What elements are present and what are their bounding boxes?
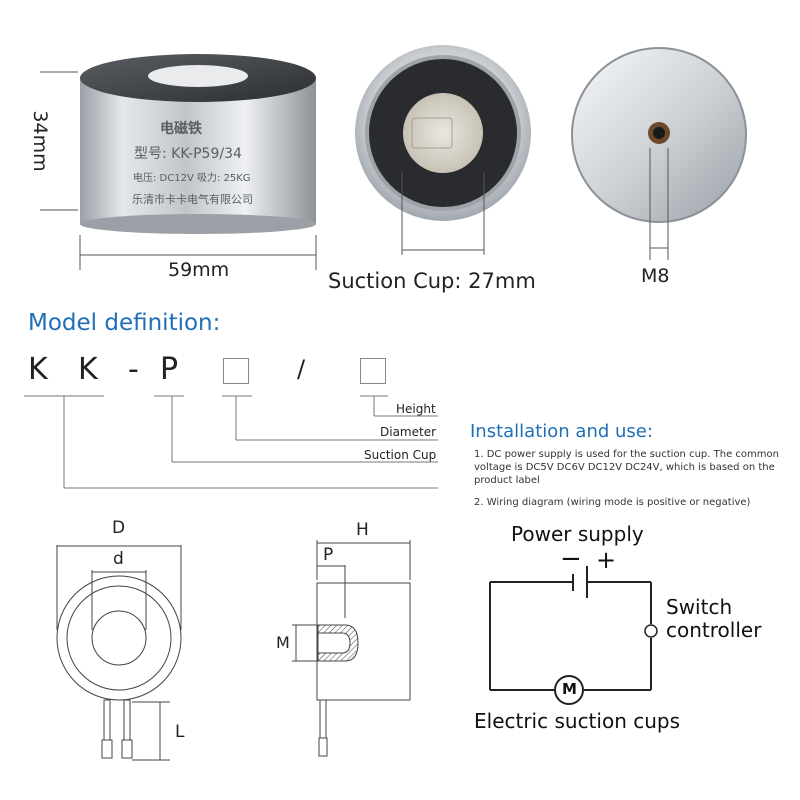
side-height-label: H [356,520,369,540]
thread-depth-label: P [323,545,334,565]
body-print-1: 电磁铁 [160,121,202,137]
power-supply-label: Power supply [511,522,644,546]
model-code-slash: / [297,355,307,383]
motor-symbol: M [562,680,577,698]
width-dimension-lines [79,235,317,270]
body-print-3: 电压: DC12V 吸力: 25KG [133,173,251,184]
thread-dimension-lines [649,148,669,260]
negative-terminal-label: − [560,544,582,574]
model-code-k2: K [78,352,99,387]
side-view-drawing [292,540,411,757]
electromagnet-photo [80,54,316,234]
load-label: Electric suction cups [474,709,681,733]
model-code-k1: K [28,352,49,387]
height-field-label: Height [396,402,436,416]
model-leader-lines [24,395,438,489]
height-label: 34mm [29,110,51,172]
thread-size-label: M [276,633,290,652]
installation-title: Installation and use: [470,421,653,442]
positive-terminal-label: + [596,546,617,574]
model-code-p: P [160,352,180,387]
suction-dimension-lines [401,172,485,255]
model-definition-title: Model definition: [28,310,221,336]
body-print-4: 乐清市卡卡电气有限公司 [132,193,253,206]
lead-length-label: L [175,722,185,742]
inner-diameter-label: d [113,549,124,569]
wiring-circuit [489,566,658,705]
switch-label: Switch [666,595,733,619]
thread-label: M8 [641,265,670,287]
suction-field-label: Suction Cup [364,448,437,462]
diameter-field-label: Diameter [380,425,437,439]
controller-label: controller [666,618,762,642]
front-view-drawing [56,545,182,761]
outer-diameter-label: D [112,518,126,538]
installation-note-1: 1. DC power supply is used for the sucti… [474,449,779,486]
suction-cup-label: Suction Cup: 27mm [328,269,536,293]
body-print-2: 型号: KK-P59/34 [134,146,242,162]
width-label: 59mm [168,259,230,281]
height-dimension-lines [40,71,78,211]
suction-face-photo [355,45,531,221]
diameter-placeholder-box [223,358,249,384]
height-placeholder-box [360,358,386,384]
installation-note-2: 2. Wiring diagram (wiring mode is positi… [474,497,751,508]
model-code-dash: - [128,352,140,387]
back-face-photo [571,47,747,223]
